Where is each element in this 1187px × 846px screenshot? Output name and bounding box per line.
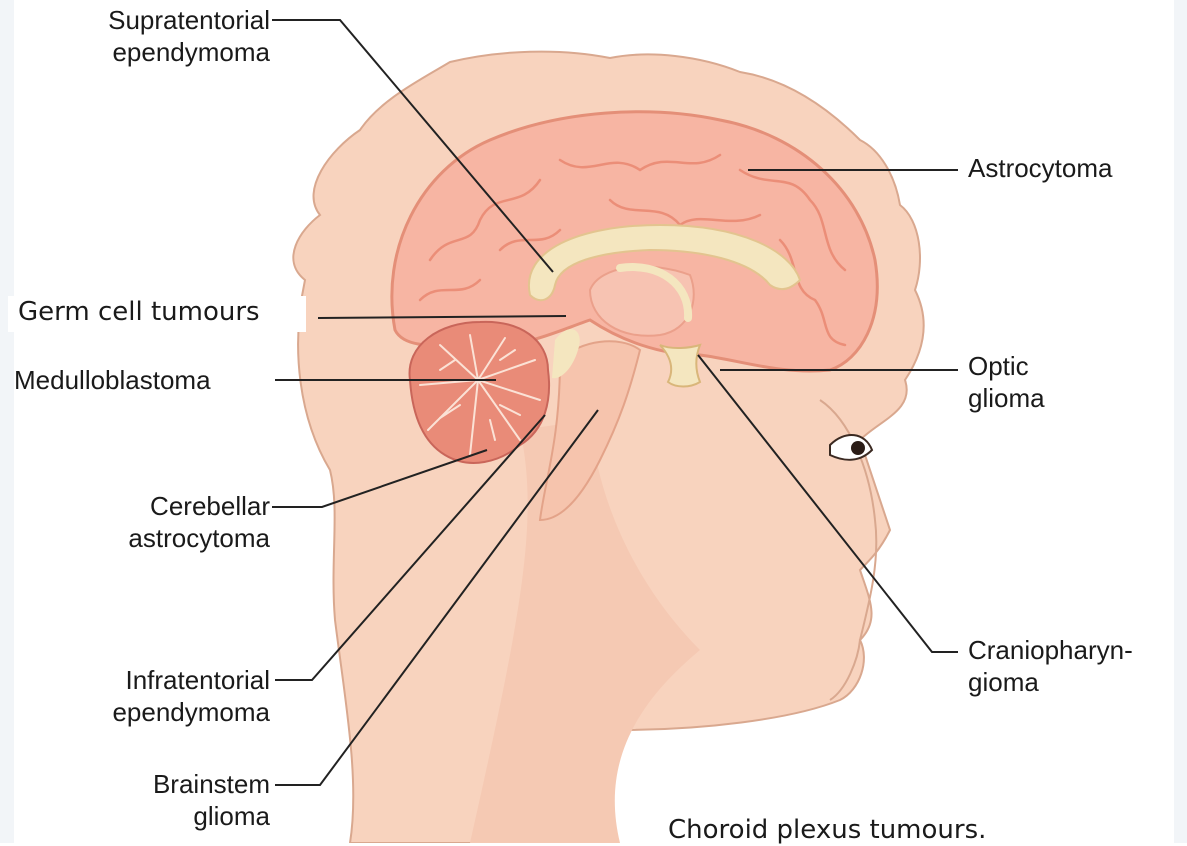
label-infratentorial-ependymoma: Infratentorial ependymoma bbox=[40, 664, 270, 728]
eye bbox=[830, 435, 872, 460]
label-supratentorial-ependymoma: Supratentorial ependymoma bbox=[40, 4, 270, 68]
label-cerebellar-astrocytoma: Cerebellar astrocytoma bbox=[60, 490, 270, 554]
label-medulloblastoma: Medulloblastoma bbox=[14, 364, 211, 396]
pupil bbox=[851, 441, 865, 455]
label-optic-glioma: Optic glioma bbox=[968, 350, 1045, 414]
label-choroid-plexus-tumours: Choroid plexus tumours. bbox=[668, 814, 986, 846]
label-craniopharyngioma: Craniopharyn- gioma bbox=[968, 634, 1133, 698]
label-germ-cell-tumours: Germ cell tumours bbox=[18, 296, 260, 328]
label-astrocytoma: Astrocytoma bbox=[968, 152, 1113, 184]
label-brainstem-glioma: Brainstem glioma bbox=[60, 768, 270, 832]
